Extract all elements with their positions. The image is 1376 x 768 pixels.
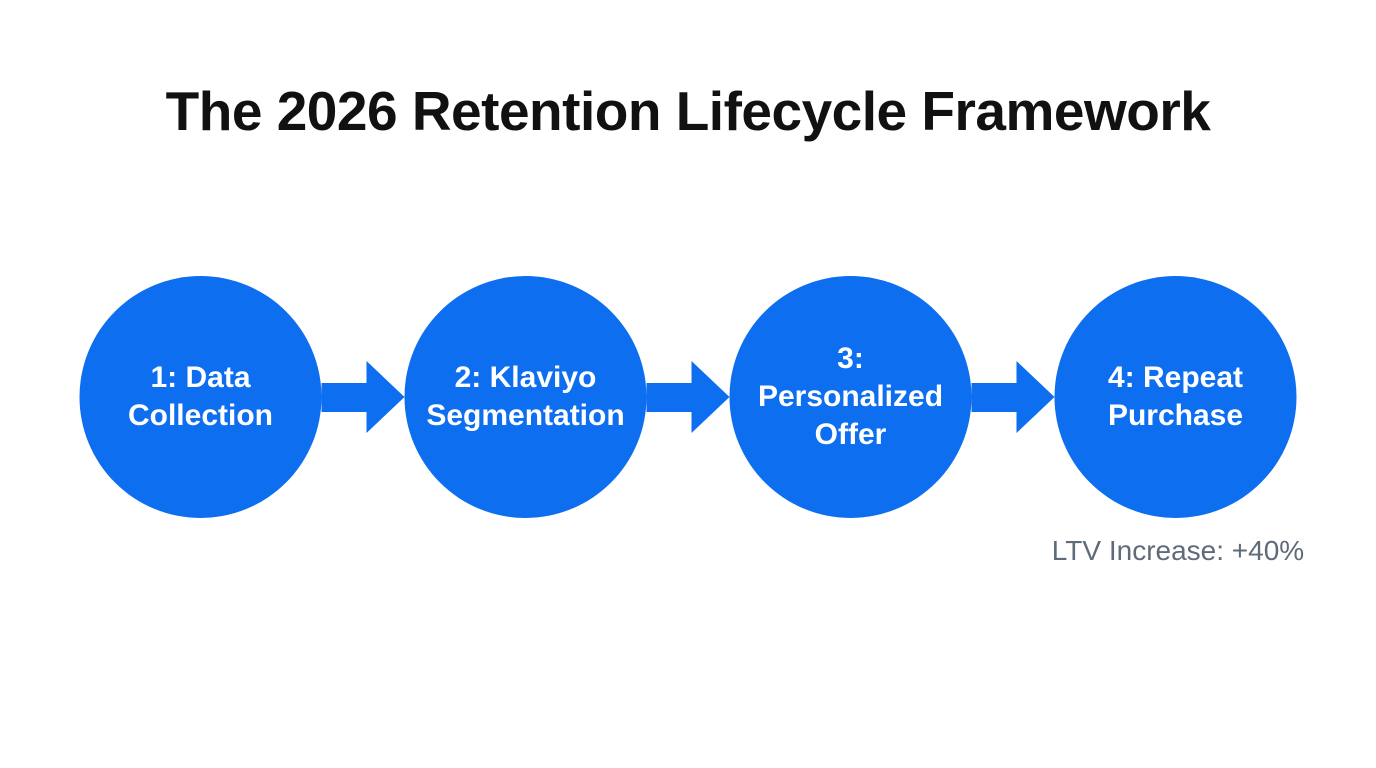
- step-circle-personalized-offer: 3: Personalized Offer: [729, 276, 972, 518]
- step-label-klaviyo-segmentation: 2: Klaviyo Segmentation: [426, 361, 625, 432]
- step-circle-klaviyo-segmentation: 2: Klaviyo Segmentation: [404, 276, 647, 518]
- ltv-increase-annotation: LTV Increase: +40%: [1051, 535, 1305, 566]
- arrow-right-icon: [321, 322, 405, 472]
- step-label-data-collection: 1: Data Collection: [127, 361, 273, 432]
- arrow-right-icon: [971, 322, 1055, 472]
- step-label-repeat-purchase: 4: Repeat Purchase: [1107, 361, 1244, 432]
- arrow-right-icon: [646, 322, 730, 472]
- step-circle-data-collection: 1: Data Collection: [79, 276, 322, 518]
- arrow-shaft: [646, 382, 692, 412]
- arrow-head: [1016, 361, 1055, 433]
- step-circle-repeat-purchase: 4: Repeat Purchase: [1054, 276, 1297, 518]
- retention-lifecycle-flow: 1: Data Collection 2: Klaviyo Segmentati…: [79, 276, 1297, 518]
- step-label-personalized-offer: 3: Personalized Offer: [757, 342, 944, 451]
- arrow-shaft: [321, 382, 367, 412]
- arrow-head: [366, 361, 405, 433]
- page-title: The 2026 Retention Lifecycle Framework: [165, 80, 1211, 142]
- arrow-shaft: [971, 382, 1017, 412]
- arrow-head: [691, 361, 730, 433]
